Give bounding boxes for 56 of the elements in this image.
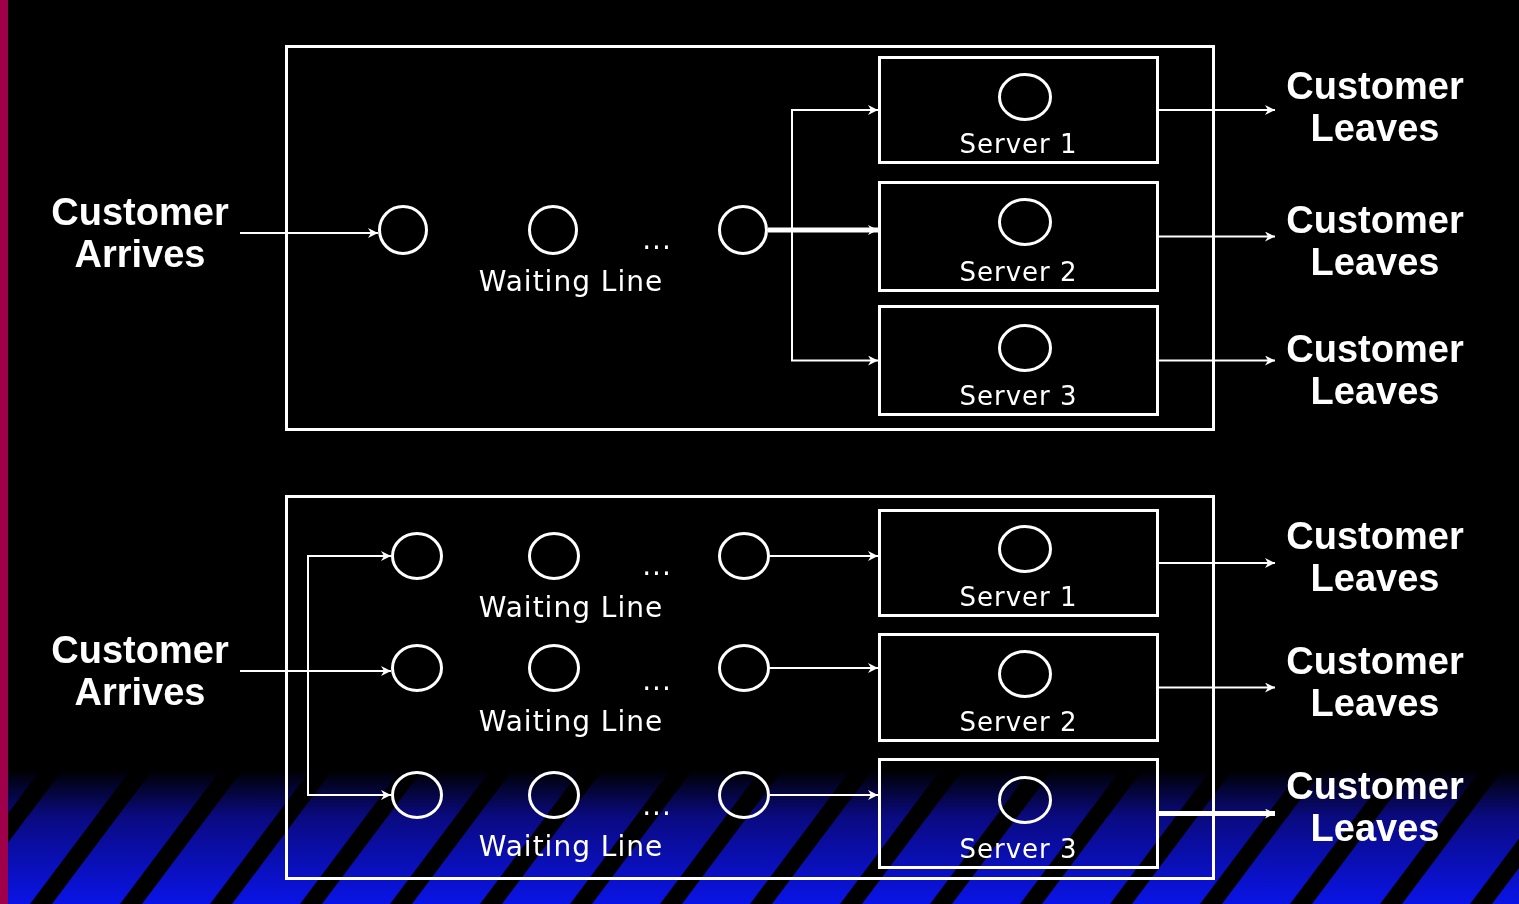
queue-circle xyxy=(718,532,770,580)
caption-text: ... xyxy=(642,790,672,822)
queue-circle xyxy=(718,771,770,819)
flow-label: Customer Leaves xyxy=(1275,196,1475,286)
queue-circle xyxy=(528,771,580,819)
flow-label: Customer Arrives xyxy=(40,626,240,716)
queue-circle xyxy=(378,205,428,255)
arrow xyxy=(1158,231,1276,242)
flow-label: Customer Leaves xyxy=(1275,512,1475,602)
caption-text: ... xyxy=(642,224,672,256)
queue-circle xyxy=(998,525,1052,573)
flow-label: Customer Leaves xyxy=(1275,637,1475,727)
queue-circle xyxy=(998,73,1052,121)
arrow xyxy=(769,790,879,800)
server-label: Server 3 xyxy=(958,381,1079,411)
arrow xyxy=(768,225,878,235)
arrow xyxy=(1158,355,1276,366)
server-box xyxy=(878,181,1159,292)
queue-circle xyxy=(998,324,1052,372)
system-frame xyxy=(285,45,1215,431)
server-label: Server 2 xyxy=(958,257,1079,287)
queue-circle xyxy=(718,205,768,255)
arrow xyxy=(769,551,879,561)
arrow xyxy=(1158,558,1276,568)
queue-circle xyxy=(391,771,443,819)
server-box xyxy=(878,305,1159,416)
queue-circle xyxy=(528,532,580,580)
arrow xyxy=(767,229,879,366)
server-box xyxy=(878,758,1159,869)
caption-text: ... xyxy=(642,665,672,697)
server-box xyxy=(878,633,1159,742)
queue-circle xyxy=(718,644,770,692)
caption-text: Waiting Line xyxy=(478,266,664,298)
system-frame xyxy=(285,495,1215,880)
queue-circle xyxy=(528,644,580,692)
arrow xyxy=(769,663,879,673)
queue-circle xyxy=(391,644,443,692)
server-label: Server 2 xyxy=(958,707,1079,737)
flow-label: Customer Leaves xyxy=(1275,325,1475,415)
flow-label: Customer Arrives xyxy=(40,188,240,278)
arrow xyxy=(1158,682,1276,693)
server-box xyxy=(878,509,1159,617)
caption-text: ... xyxy=(642,550,672,582)
server-box xyxy=(878,56,1159,164)
server-label: Server 1 xyxy=(958,582,1079,612)
queue-circle xyxy=(391,532,443,580)
arrow xyxy=(239,228,379,238)
queue-circle xyxy=(998,198,1052,246)
queue-circle xyxy=(998,650,1052,698)
caption-text: Waiting Line xyxy=(478,592,664,624)
caption-text: Waiting Line xyxy=(478,706,664,738)
queue-circle xyxy=(528,205,578,255)
queue-circle xyxy=(998,776,1052,824)
server-label: Server 1 xyxy=(958,129,1079,159)
arrow xyxy=(1158,105,1276,115)
flow-label: Customer Leaves xyxy=(1275,62,1475,152)
